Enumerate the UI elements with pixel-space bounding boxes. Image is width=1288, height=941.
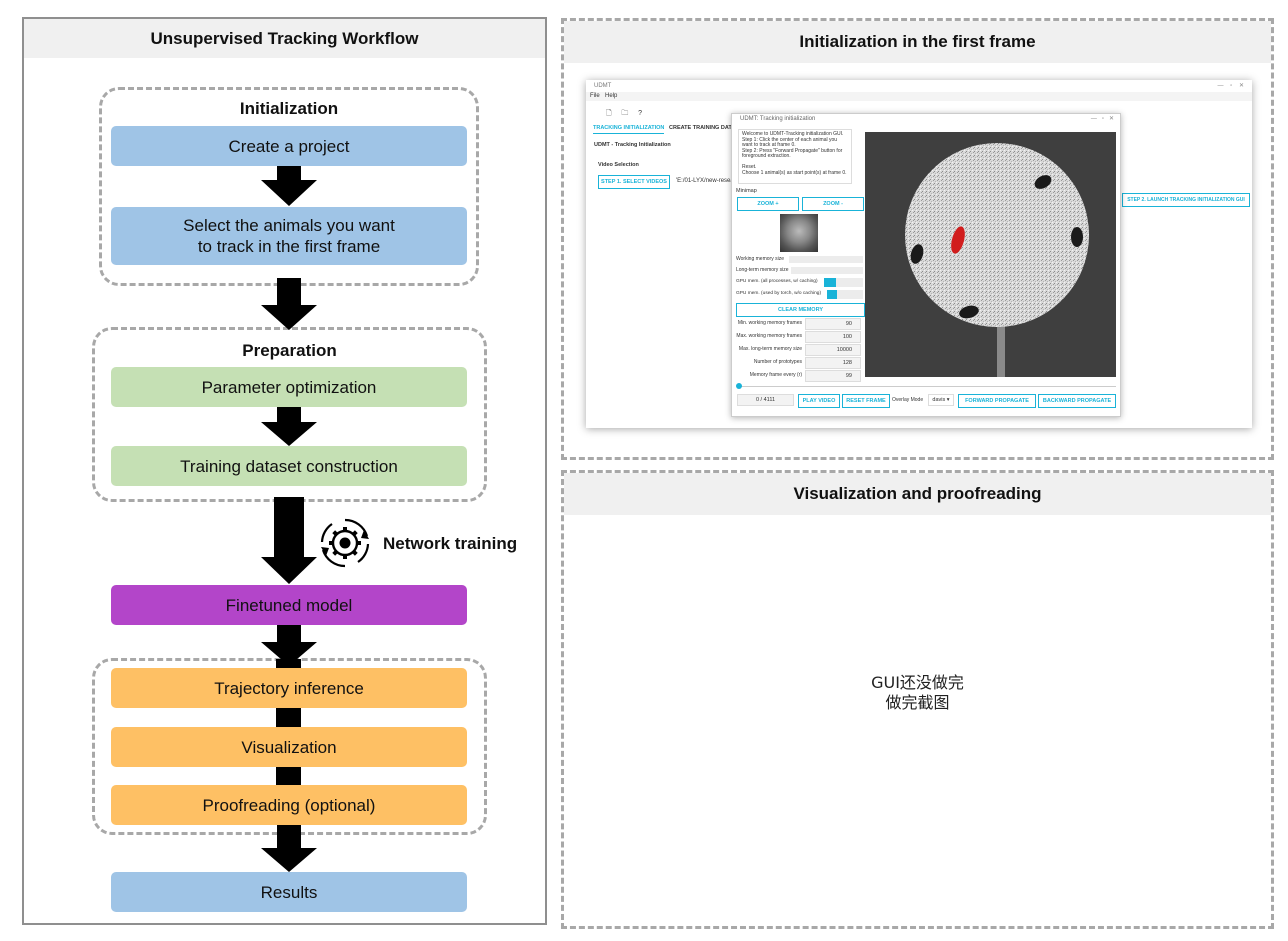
gui-screenshot: UDMT — ▫ ✕ File Help 🗋 🗀 ? TRACKING INIT… — [586, 80, 1252, 428]
memory-bar — [824, 278, 863, 287]
memory-bar — [827, 290, 863, 299]
results-step: Results — [111, 872, 467, 912]
parameter-optimization-step: Parameter optimization — [111, 367, 467, 407]
backward-propagate-button[interactable]: BACKWARD PROPAGATE — [1038, 394, 1116, 408]
zoom-out-button[interactable]: ZOOM - — [802, 197, 864, 211]
zoom-in-button[interactable]: ZOOM + — [737, 197, 799, 211]
arrow-parameter-to-dataset — [261, 407, 317, 446]
memory-bar — [789, 256, 863, 263]
pending-note: GUI还没做完 做完截图 — [564, 673, 1271, 713]
overlay-mode-select[interactable]: davis ▾ — [928, 394, 954, 406]
select-animals-step: Select the animals you want to track in … — [111, 207, 467, 265]
app-title: UDMT — [594, 83, 612, 89]
tab-create-dataset[interactable]: CREATE TRAINING DATASET — [669, 125, 746, 131]
memory-label: Working memory size — [736, 256, 784, 262]
arrow-model-to-inference — [261, 625, 317, 666]
step2-launch-button[interactable]: STEP 2. LAUNCH TRACKING INITIALIZATION G… — [1122, 193, 1250, 207]
instructions-box: Welcome to UDMT-Tracking initialization … — [738, 129, 852, 184]
visualization-panel: Visualization and proofreading GUI还没做完 做… — [561, 470, 1274, 929]
minimap-label: Minimap — [736, 188, 757, 194]
proofreading-step: Proofreading (optional) — [111, 785, 467, 825]
timeline-handle[interactable] — [736, 383, 742, 389]
step1-select-videos-button[interactable]: STEP 1. SELECT VIDEOS — [598, 175, 670, 189]
frame-counter[interactable]: 0 / 4111 — [737, 394, 794, 406]
instruction-line: Choose 1 animal(s) as start point(s) at … — [742, 169, 847, 176]
dialog-window-controls[interactable]: — ▫ ✕ — [1090, 116, 1114, 122]
finetuned-model-step: Finetuned model — [111, 585, 467, 625]
param-spinbox[interactable]: 128 — [805, 357, 861, 369]
training-gear-icon — [320, 518, 370, 568]
video-frame[interactable] — [865, 132, 1116, 377]
video-path: 'E:/01-LYX/new-research/ — [676, 178, 744, 184]
toolbar-icons[interactable]: 🗋 🗀 ? — [606, 110, 642, 117]
reset-frame-button[interactable]: RESET FRAME — [842, 394, 890, 408]
menu-help[interactable]: Help — [605, 93, 618, 99]
param-label: Max. long-term memory size — [738, 346, 802, 352]
menu-file[interactable]: File — [590, 93, 600, 99]
param-label: Max. working memory frames — [736, 333, 802, 339]
param-spinbox[interactable]: 100 — [805, 331, 861, 343]
overlay-mode-value: davis — [932, 397, 946, 403]
play-video-button[interactable]: PLAY VIDEO — [798, 394, 840, 408]
instruction-line: Step 1: Click the center of each animal … — [742, 136, 838, 143]
instruction-line: want to track at frame 0. — [742, 142, 796, 149]
instruction-line: Welcome to UDMT-Tracking initialization … — [742, 131, 844, 137]
param-label: Min. working memory frames — [737, 320, 802, 326]
memory-label: GPU mem. (all processes, w/ caching) — [736, 279, 818, 284]
trajectory-inference-step: Trajectory inference — [111, 668, 467, 708]
arena-image — [865, 132, 1116, 377]
param-spinbox[interactable]: 99 — [805, 370, 861, 382]
forward-propagate-button[interactable]: FORWARD PROPAGATE — [958, 394, 1036, 408]
memory-label: Long-term memory size — [736, 267, 789, 273]
memory-bar-fill — [827, 290, 837, 299]
video-selection-label: Video Selection — [598, 162, 639, 168]
instruction-line: Step 2: Press "Forward Propagate" button… — [742, 147, 843, 154]
arrow-network-training — [261, 497, 317, 584]
tracking-init-dialog: UDMT: Tracking initialization — ▫ ✕ Welc… — [731, 113, 1121, 417]
memory-bar-fill — [824, 278, 836, 287]
workflow-title: Unsupervised Tracking Workflow — [24, 19, 545, 58]
initialization-panel-title: Initialization in the first frame — [564, 21, 1271, 63]
initialization-title: Initialization — [239, 99, 339, 118]
section-title: UDMT - Tracking Initialization — [594, 142, 671, 148]
window-controls[interactable]: — ▫ ✕ — [1217, 83, 1245, 89]
training-dataset-step: Training dataset construction — [111, 446, 467, 486]
param-label: Memory frame every (r) — [749, 372, 802, 378]
visualization-panel-title: Visualization and proofreading — [564, 473, 1271, 515]
workflow-panel: Unsupervised Tracking Workflow Initializ… — [22, 17, 547, 925]
network-training-label: Network training — [383, 534, 518, 553]
pending-note-line: GUI还没做完 — [871, 673, 964, 692]
instruction-line: Reset. — [742, 163, 757, 170]
preparation-title: Preparation — [242, 341, 337, 360]
timeline-track[interactable] — [738, 386, 1116, 387]
param-spinbox[interactable]: 10000 — [805, 344, 861, 356]
instruction-line: foreground extraction. — [742, 153, 791, 160]
overlay-mode-label: Overlay Mode — [892, 397, 924, 403]
create-project-step: Create a project — [111, 126, 467, 166]
pending-note-line: 做完截图 — [885, 693, 950, 712]
visualization-step: Visualization — [111, 727, 467, 767]
arrow-create-to-select — [261, 166, 317, 206]
param-spinbox[interactable]: 90 — [805, 318, 861, 330]
menu-bar — [586, 92, 1252, 101]
clear-memory-button[interactable]: CLEAR MEMORY — [736, 303, 865, 317]
memory-bar — [791, 267, 863, 274]
tab-tracking-init[interactable]: TRACKING INITIALIZATION — [593, 125, 665, 134]
arrow-inference-to-results — [261, 825, 317, 872]
initialization-panel: Initialization in the first frame UDMT —… — [561, 18, 1274, 460]
arrow-initialization-to-preparation — [261, 278, 317, 330]
memory-label: GPU mem. (used by torch, w/o caching) — [736, 291, 822, 296]
param-label: Number of prototypes — [753, 359, 802, 365]
dialog-title: UDMT: Tracking initialization — [740, 116, 816, 122]
minimap-image — [780, 214, 818, 252]
